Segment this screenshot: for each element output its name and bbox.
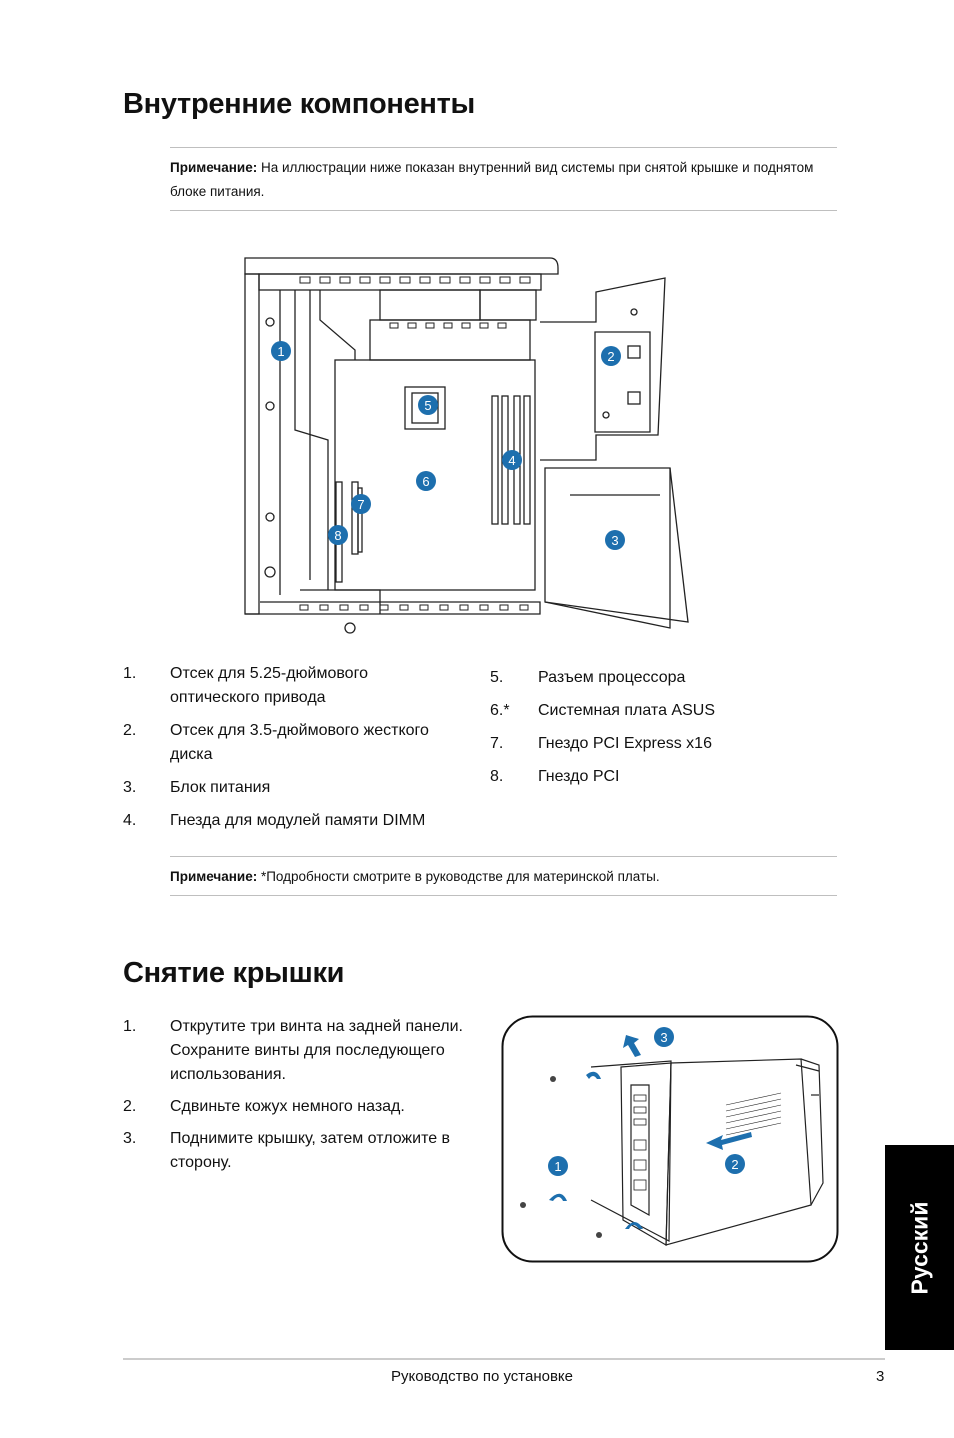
callout-cover-3	[654, 1027, 674, 1047]
callout-5	[418, 395, 438, 415]
note-box-2: Примечание: *Подробности смотрите в руко…	[170, 856, 837, 896]
svg-text:2: 2	[731, 1157, 738, 1172]
svg-text:4: 4	[508, 453, 515, 468]
list-item: 2.Сдвиньте кожух немного назад.	[123, 1098, 405, 1115]
note-box: Примечание: На иллюстрации ниже показан …	[170, 147, 837, 211]
list-item: 1.Открутите три винта на задней панели. …	[123, 1018, 463, 1083]
list-item: 3.Блок питания	[123, 779, 271, 796]
list-item: 2.Отсек для 3.5-дюймового жесткого диска	[123, 722, 429, 763]
footer-title: Руководство по установке	[391, 1368, 573, 1385]
list-item: 7.Гнездо PCI Express x16	[490, 735, 712, 752]
note-label: Примечание:	[170, 160, 258, 175]
callout-8	[328, 525, 348, 545]
callout-6	[416, 471, 436, 491]
section-title-cover-removal: Снятие крышки	[123, 957, 345, 989]
svg-text:1: 1	[554, 1159, 561, 1174]
list-item: 4.Гнезда для модулей памяти DIMM	[123, 812, 426, 829]
list-item: 5.Разъем процессора	[490, 669, 686, 686]
svg-text:7: 7	[357, 497, 364, 512]
note-text: На иллюстрации ниже показан внутренний в…	[170, 160, 814, 199]
note-label: Примечание:	[170, 869, 258, 884]
svg-text:6: 6	[422, 474, 429, 489]
diagram-callouts: 1 2 3 4 5 6 7 8	[271, 341, 625, 550]
list-item: 3.Поднимите крышку, затем отложите в сто…	[123, 1130, 451, 1171]
callout-4	[502, 450, 522, 470]
list-item: 1.Отсек для 5.25-дюймового оптического п…	[123, 665, 368, 706]
callout-cover-1	[548, 1156, 568, 1176]
callout-7	[351, 494, 371, 514]
cover-removal-diagram: 3 1 2	[501, 1015, 839, 1263]
cover-removal-steps: 1.Открутите три винта на задней панели. …	[123, 1015, 483, 1184]
language-tab: Русский	[885, 1145, 954, 1350]
svg-text:8: 8	[334, 528, 341, 543]
language-tab-label: Русский	[906, 1201, 932, 1294]
callout-cover-2	[725, 1154, 745, 1174]
svg-text:3: 3	[660, 1030, 667, 1045]
svg-text:3: 3	[611, 533, 618, 548]
svg-text:5: 5	[424, 398, 431, 413]
note-text: *Подробности смотрите в руководстве для …	[257, 869, 660, 884]
svg-text:2: 2	[607, 349, 614, 364]
callout-2	[601, 346, 621, 366]
components-list-left: 1.Отсек для 5.25-дюймового оптического п…	[123, 662, 453, 842]
components-list-right: 5.Разъем процессора 6.*Системная плата A…	[490, 666, 790, 798]
page-number: 3	[876, 1368, 885, 1385]
list-item: 6.*Системная плата ASUS	[490, 702, 715, 719]
callout-1	[271, 341, 291, 361]
list-item: 8.Гнездо PCI	[490, 768, 620, 785]
footer-divider	[123, 1358, 885, 1360]
callout-3	[605, 530, 625, 550]
internal-components-diagram: 1 2 3 4 5 6 7 8	[244, 257, 689, 634]
svg-text:1: 1	[277, 344, 284, 359]
section-title-internal: Внутренние компоненты	[123, 88, 476, 120]
